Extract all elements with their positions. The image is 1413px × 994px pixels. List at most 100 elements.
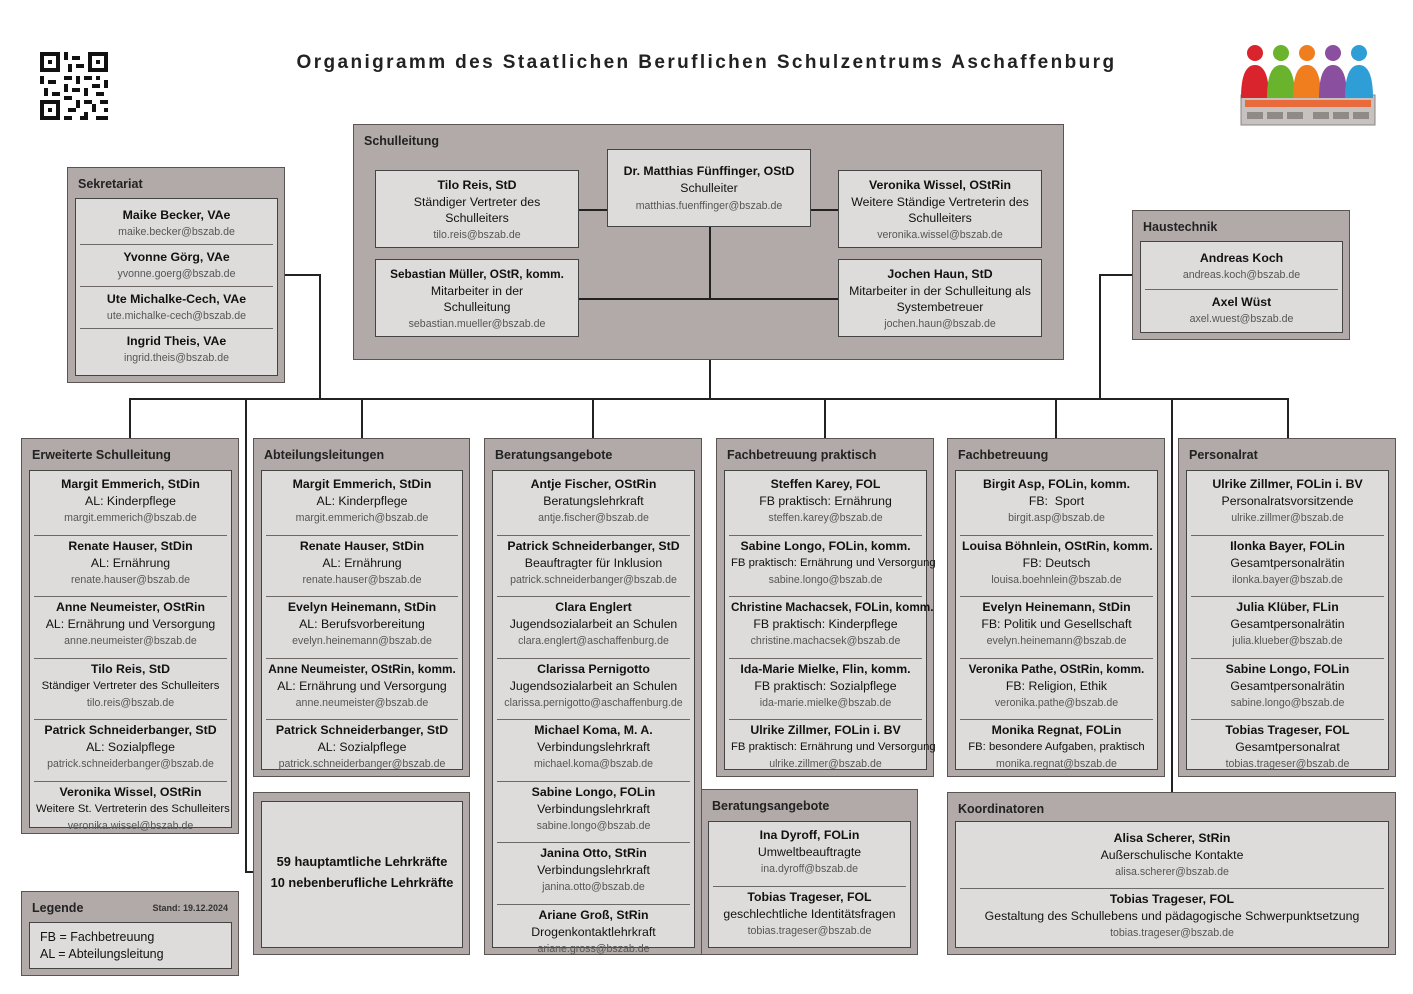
person-email[interactable]: ulrike.zillmer@bszab.de: [1231, 512, 1344, 524]
person-email[interactable]: ulrike.zillmer@bszab.de: [769, 758, 882, 770]
group-label: Beratungsangebote: [712, 799, 830, 813]
person-role: Gesamtpersonalrätin: [1230, 678, 1345, 693]
person-email[interactable]: veronika.pathe@bszab.de: [994, 696, 1119, 709]
person-email[interactable]: ute.michalke-cech@bszab.de: [106, 310, 247, 322]
person-email[interactable]: tobias.trageser@bszab.de: [1225, 758, 1350, 770]
person-name: Ariane Groß, StRin: [538, 907, 649, 922]
person-email[interactable]: renate.hauser@bszab.de: [70, 573, 191, 586]
person-role: AL: Ernährung und Versorgung: [277, 678, 447, 693]
person-role: FB: Politik und Gesellschaft: [981, 617, 1132, 631]
person-email[interactable]: tobias.trageser@bszab.de: [747, 924, 872, 937]
person-email[interactable]: anne.neumeister@bszab.de: [64, 635, 197, 647]
person-email[interactable]: veronika.wissel@bszab.de: [877, 228, 1003, 241]
person-email[interactable]: sabine.longo@bszab.de: [768, 573, 883, 586]
person-email[interactable]: margit.emmerich@bszab.de: [295, 512, 429, 524]
group-label: Haustechnik: [1143, 220, 1218, 234]
person-email[interactable]: christine.machacsek@bszab.de: [750, 635, 901, 647]
connector-sl-lower: [578, 298, 838, 300]
person-role: Beratungslehrkraft: [543, 494, 644, 508]
connector-beratung: [592, 398, 594, 438]
person-email[interactable]: patrick.schneiderbanger@bszab.de: [47, 758, 214, 770]
person-email[interactable]: steffen.karey@bszab.de: [768, 512, 883, 524]
person-email[interactable]: janina.otto@bszab.de: [542, 881, 645, 893]
person-email[interactable]: maike.becker@bszab.de: [118, 226, 235, 238]
person-email[interactable]: renate.hauser@bszab.de: [302, 573, 422, 586]
person-email[interactable]: evelyn.heinemann@bszab.de: [986, 635, 1127, 647]
person-email[interactable]: jochen.haun@bszab.de: [884, 317, 996, 330]
person-role: FB: besondere Aufgaben, praktisch: [968, 741, 1145, 753]
connector-stats-h: [245, 871, 256, 873]
person-role: Ständiger Vertreter des Schulleiters: [413, 194, 541, 226]
person-email[interactable]: louisa.boehnlein@bszab.de: [991, 573, 1122, 586]
person-name: Ilonka Bayer, FOLin: [1230, 538, 1345, 553]
person-email[interactable]: sabine.longo@bszab.de: [536, 819, 651, 832]
fachprakt-group: Fachbetreuung praktisch Steffen Karey, F…: [716, 438, 936, 777]
person-email[interactable]: sebastian.mueller@bszab.de: [408, 317, 546, 330]
person-name: Janina Otto, StRin: [540, 846, 647, 860]
person-name: Patrick Schneiderbanger, StD: [507, 538, 680, 553]
person-email[interactable]: clara.englert@aschaffenburg.de: [518, 635, 669, 647]
person-email[interactable]: evelyn.heinemann@bszab.de: [292, 635, 432, 647]
person-name: Monika Regnat, FOLin: [991, 723, 1122, 737]
person-email[interactable]: michael.koma@bszab.de: [533, 758, 654, 770]
person-email[interactable]: ariane.gross@bszab.de: [537, 942, 650, 955]
person-email[interactable]: sabine.longo@bszab.de: [1230, 696, 1345, 709]
person-email[interactable]: ingrid.theis@bszab.de: [124, 352, 229, 364]
person-email[interactable]: axel.wuest@bszab.de: [1189, 313, 1294, 325]
legend-item: AL = Abteilungsleitung: [40, 947, 164, 961]
fach-group: Fachbetreuung Birgit Asp, FOLin, komm.FB…: [947, 438, 1165, 777]
person-email[interactable]: patrick.schneiderbanger@bszab.de: [278, 758, 446, 770]
person-name: Patrick Schneiderbanger, StD: [275, 723, 449, 737]
person-name: Ina Dyroff, FOLin: [759, 828, 860, 842]
person-name: Tilo Reis, StD: [437, 178, 517, 192]
person-email[interactable]: tilo.reis@bszab.de: [86, 696, 175, 709]
person-email[interactable]: ina.dyroff@bszab.de: [760, 863, 859, 875]
person-email[interactable]: monika.regnat@bszab.de: [996, 758, 1117, 770]
vertreter1-card: Tilo Reis, StD Ständiger Vertreter des S…: [375, 170, 579, 248]
person-email[interactable]: veronika.wissel@bszab.de: [67, 819, 194, 832]
person-email[interactable]: matthias.fuenffinger@bszab.de: [635, 200, 783, 212]
person-role: FB praktisch: Kinderpflege: [753, 617, 898, 631]
person-email[interactable]: julia.klueber@bszab.de: [1232, 635, 1343, 647]
person-email[interactable]: antje.fischer@bszab.de: [538, 512, 649, 524]
person-email[interactable]: andreas.koch@bszab.de: [1182, 269, 1301, 281]
person-email[interactable]: tobias.trageser@bszab.de: [1110, 927, 1234, 939]
person-email[interactable]: tilo.reis@bszab.de: [433, 228, 521, 241]
person-email[interactable]: birgit.asp@bszab.de: [1008, 512, 1105, 524]
group-label: Erweiterte Schulleitung: [32, 448, 171, 462]
person-email[interactable]: margit.emmerich@bszab.de: [64, 512, 197, 524]
person-email[interactable]: ida-marie.mielke@bszab.de: [759, 696, 892, 709]
person-email[interactable]: alisa.scherer@bszab.de: [1115, 866, 1229, 878]
person-email[interactable]: anne.neumeister@bszab.de: [295, 696, 429, 709]
person-email[interactable]: patrick.schneiderbanger@bszab.de: [510, 573, 677, 586]
person-role: Gestaltung des Schullebens und pädagogis…: [984, 909, 1360, 923]
person-name: Anne Neumeister, OStRin: [56, 600, 205, 614]
person-email[interactable]: yvonne.goerg@bszab.de: [117, 268, 236, 280]
school-people-logo: [1240, 45, 1376, 126]
list-item: Sabine Longo, FOLin, komm.FB praktisch: …: [729, 536, 936, 597]
person-role: Gesamtpersonalrat: [1235, 740, 1340, 754]
person-name: Birgit Asp, FOLin, komm.: [982, 477, 1131, 491]
stats-line1: 59 hauptamtliche Lehrkräfte: [276, 854, 448, 869]
person-email[interactable]: ilonka.bayer@bszab.de: [1232, 573, 1343, 586]
person-email[interactable]: clarissa.pernigotto@aschaffenburg.de: [504, 696, 683, 709]
